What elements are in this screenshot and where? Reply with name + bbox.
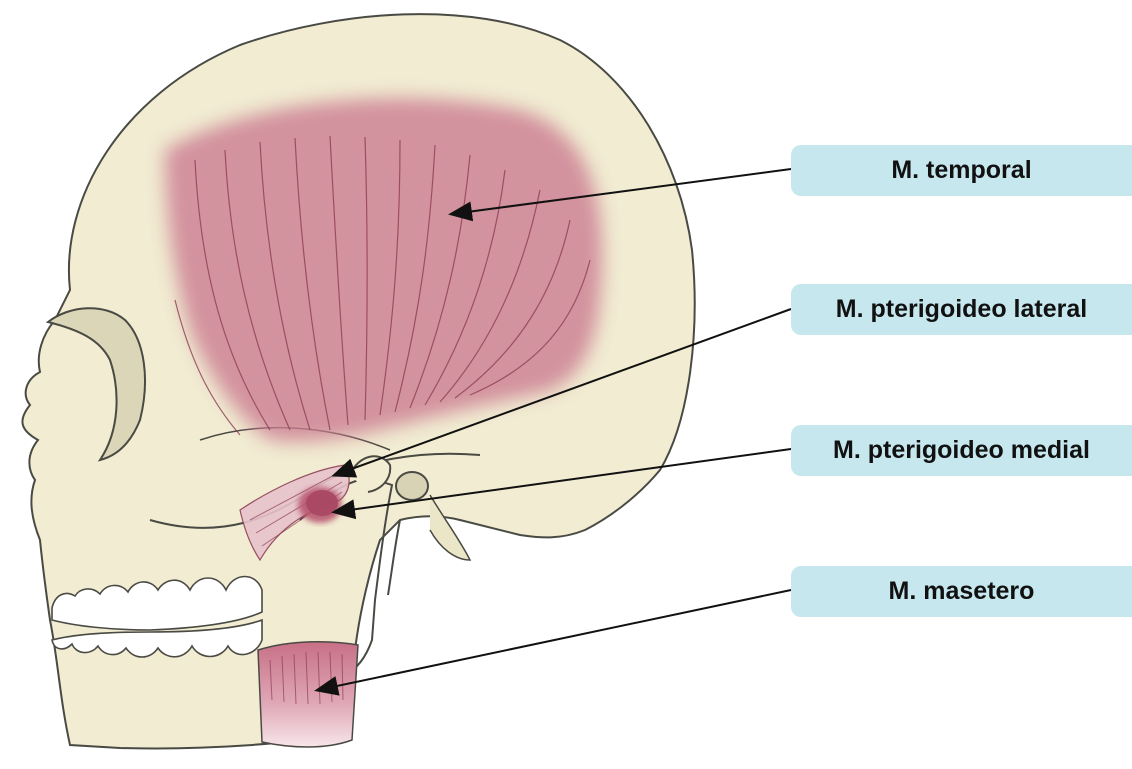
label-pterigoideo-medial: M. pterigoideo medial	[791, 425, 1132, 476]
label-pterigoideo-lateral: M. pterigoideo lateral	[791, 284, 1132, 335]
ear-canal	[396, 472, 428, 500]
arrow-masetero	[318, 590, 791, 690]
label-temporal: M. temporal	[791, 145, 1132, 196]
masseter-muscle	[258, 642, 358, 747]
temporal-muscle	[165, 98, 602, 442]
pterygoid-medial-muscle	[298, 487, 342, 523]
label-masetero: M. masetero	[791, 566, 1132, 617]
